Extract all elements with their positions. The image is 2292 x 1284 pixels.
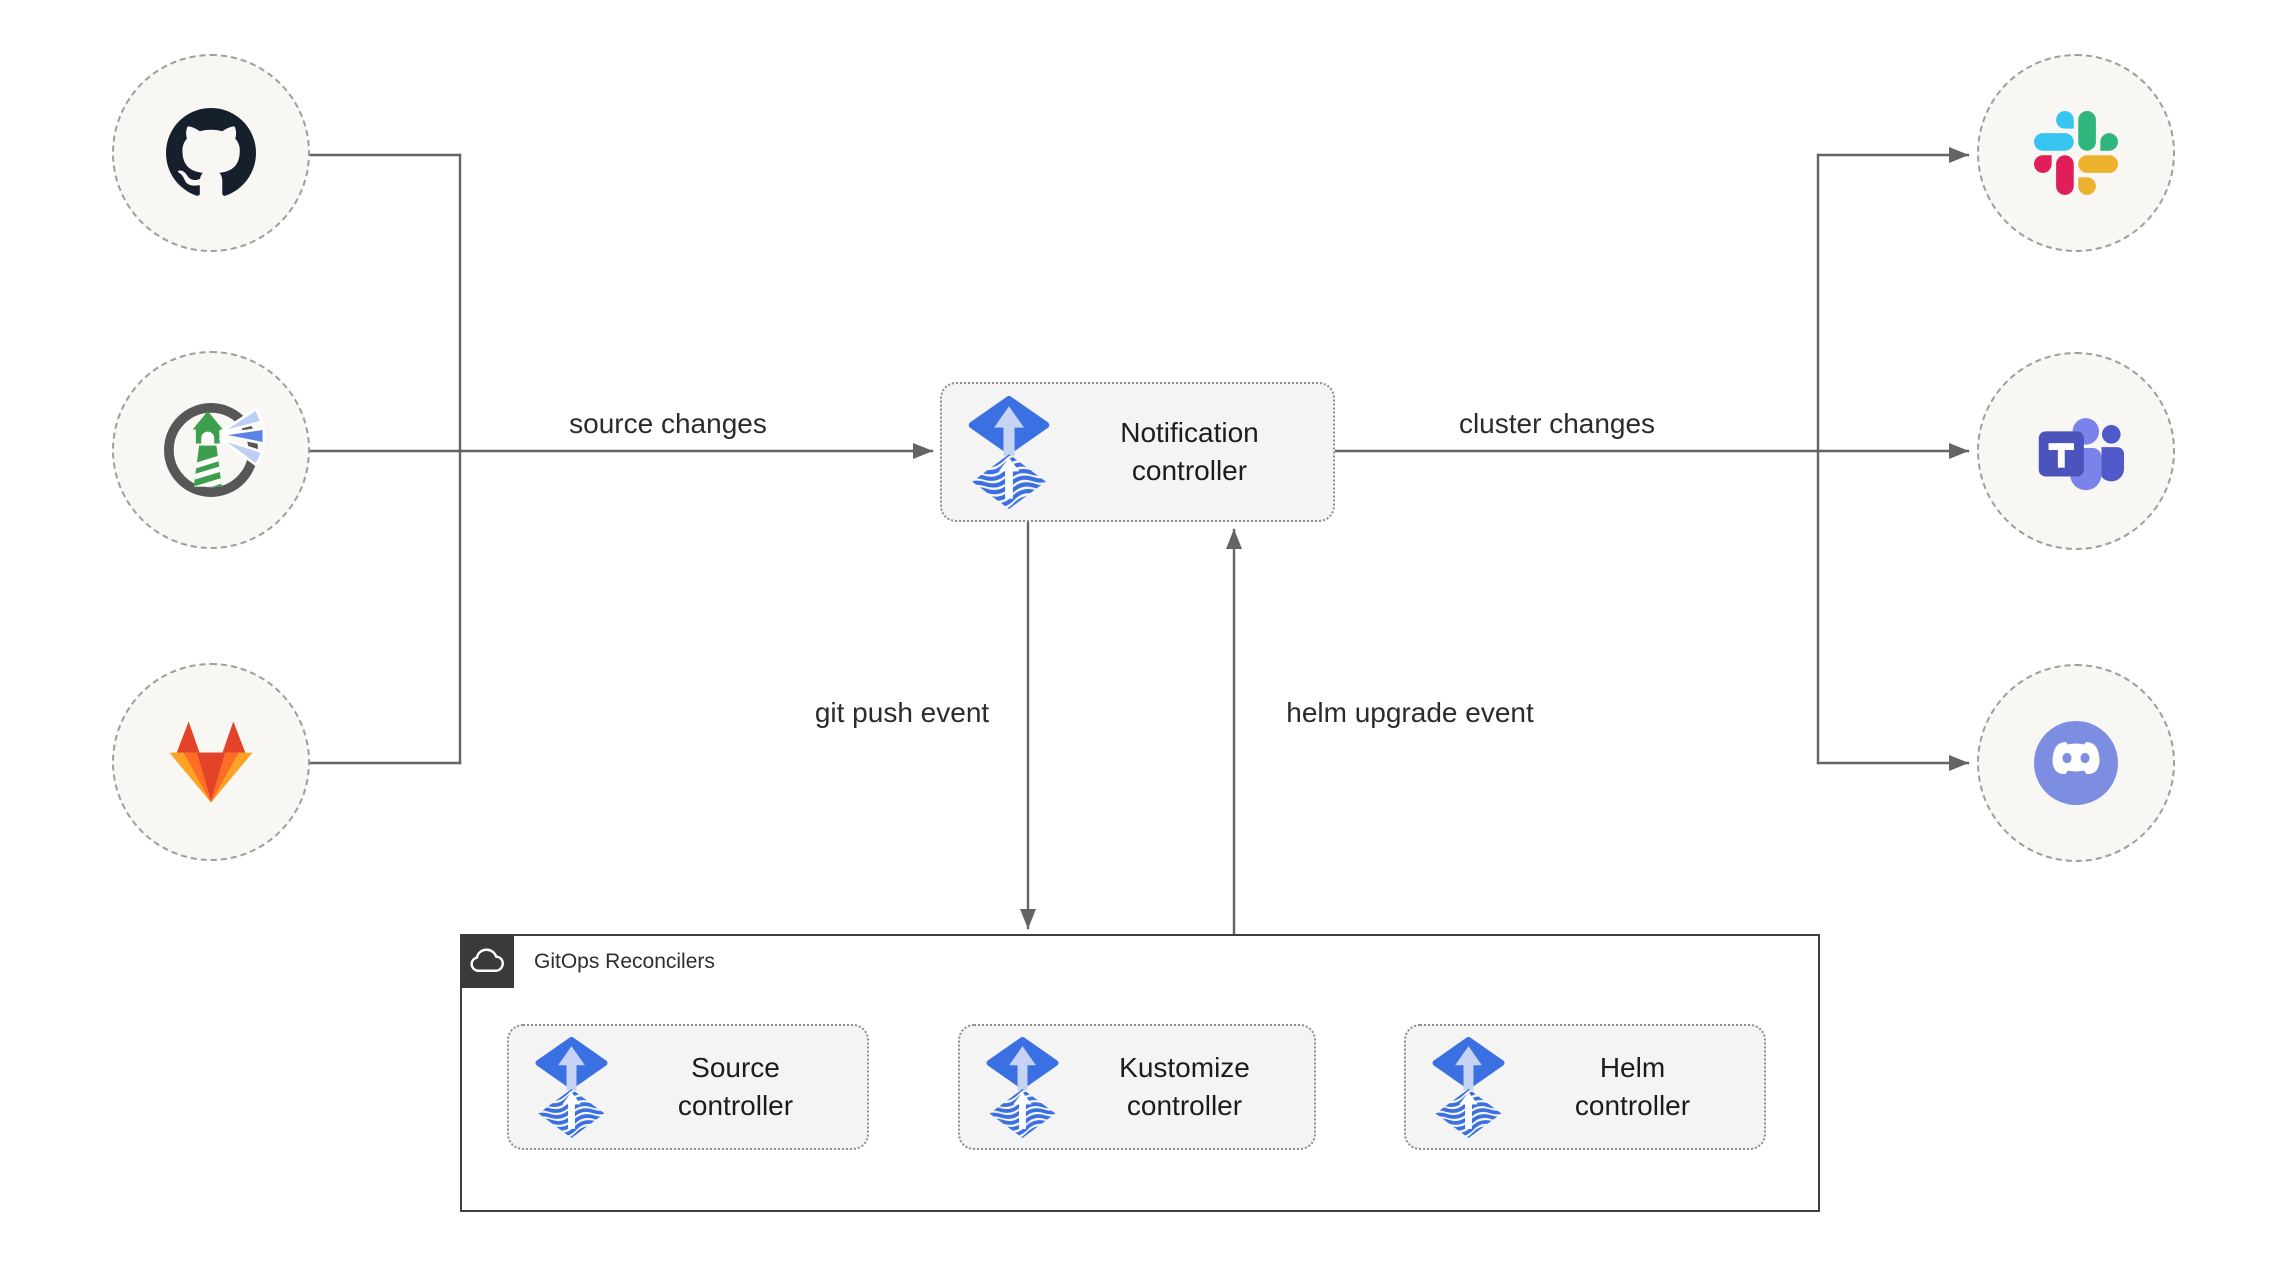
label-helm-upgrade-event: helm upgrade event: [1286, 697, 1534, 728]
discord-icon: [2026, 713, 2126, 813]
flux-icon: [984, 1037, 1061, 1138]
slack-icon: [2034, 111, 2118, 195]
node-helm-controller: Helm controller: [1404, 1024, 1766, 1150]
source-controller-label: Source controller: [677, 1052, 794, 1121]
node-teams: [1977, 352, 2175, 550]
group-title: GitOps Reconcilers: [534, 950, 715, 973]
label-git-push-event: git push event: [814, 697, 990, 728]
gitlab-icon: [159, 717, 263, 807]
group-badge: [460, 934, 514, 988]
helm-controller-label: Helm controller: [1574, 1052, 1691, 1121]
flux-icon: [966, 396, 1052, 509]
label-cluster-changes: cluster changes: [1458, 408, 1656, 439]
flux-icon: [533, 1037, 610, 1138]
node-slack: [1977, 54, 2175, 252]
cloud-icon: [468, 946, 506, 976]
kustomize-controller-label: Kustomize controller: [1119, 1052, 1250, 1121]
node-kustomize-controller: Kustomize controller: [958, 1024, 1316, 1150]
node-discord: [1977, 664, 2175, 862]
flux-icon: [1430, 1037, 1507, 1138]
node-notification-controller: Notification controller: [940, 382, 1335, 522]
github-icon: [166, 108, 256, 198]
node-github: [112, 54, 310, 252]
node-gitlab: [112, 663, 310, 861]
harbor-icon: [157, 396, 265, 504]
label-source-changes: source changes: [569, 408, 767, 439]
node-source-controller: Source controller: [507, 1024, 869, 1150]
teams-icon: [2027, 402, 2125, 500]
node-harbor: [112, 351, 310, 549]
notification-controller-label: Notification controller: [1120, 417, 1259, 486]
